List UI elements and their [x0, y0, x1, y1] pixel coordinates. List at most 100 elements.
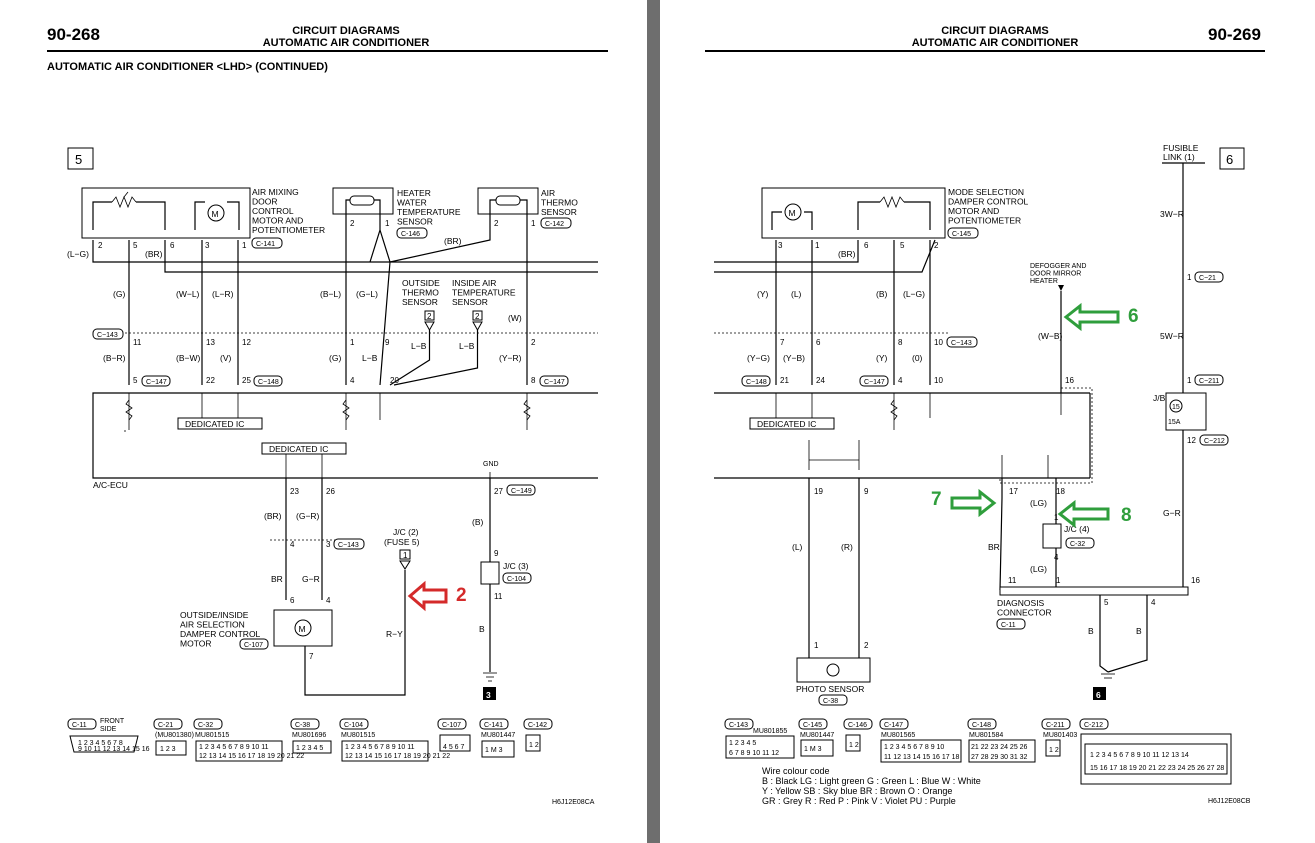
wire-lb-1: L−B — [411, 341, 427, 351]
inside-pin-box — [472, 310, 483, 321]
svg-text:MU801515: MU801515 — [341, 732, 375, 739]
jc2-label: J/C (2) — [393, 527, 419, 537]
pin-label: 1 — [242, 241, 247, 250]
wire-color-bl: (B−L) — [320, 289, 341, 299]
annotation-7: 7 — [931, 489, 942, 510]
pin-label: 19 — [814, 487, 823, 496]
svg-text:C-21: C-21 — [158, 722, 173, 729]
diag-wire-17 — [999, 478, 1003, 591]
pin-label: 6 — [290, 596, 295, 605]
pin-label: 13 — [206, 338, 215, 347]
mode-motor-symbol — [784, 203, 802, 221]
page-90-268: 90-268 CIRCUIT DIAGRAMS AUTOMATIC AIR CO… — [0, 0, 647, 843]
wire-color-lb3: L−B — [362, 353, 378, 363]
pin-label: 3 — [326, 540, 331, 549]
annotation-8: 8 — [1121, 505, 1132, 526]
wire-lb-2: L−B — [459, 341, 475, 351]
jb-label: J/B — [1153, 393, 1166, 403]
conn-tag-c21 — [1194, 271, 1224, 283]
svg-text:MU801696: MU801696 — [292, 732, 326, 739]
svg-text:1 2 3 4 5: 1 2 3 4 5 — [296, 745, 323, 752]
footer-connectors-right: C-143 MU801855 1 2 3 4 56 7 8 9 10 11 12… — [724, 718, 1232, 785]
dedicated-ic-label-1: DEDICATED IC — [185, 419, 244, 429]
damper-motor-symbol — [294, 619, 312, 637]
wire-yg: (Y−G) — [747, 353, 770, 363]
outside-pin-box — [424, 310, 435, 321]
wire-5wr: 5W−R — [1160, 331, 1184, 341]
svg-text:1 2 3 4 5 6 7 8 9 10 11: 1 2 3 4 5 6 7 8 9 10 11 — [345, 744, 415, 751]
svg-text:1 2 3 4 5: 1 2 3 4 5 — [729, 740, 756, 747]
pin-label: 9 — [385, 338, 390, 347]
pin-label: 1 — [1187, 273, 1192, 282]
svg-text:15 16 17 18 19 20 21 22 23 24: 15 16 17 18 19 20 21 22 23 24 25 26 27 2… — [1090, 765, 1224, 772]
wire-color-br: (BR) — [145, 249, 163, 259]
svg-text:MU801584: MU801584 — [969, 732, 1003, 739]
wire-yb: (Y−B) — [783, 353, 805, 363]
pin-label: 6 — [170, 241, 175, 250]
mode-m-label: M — [789, 208, 796, 218]
sheet-number: 6 — [1226, 152, 1233, 167]
conn-tag-c141 — [251, 237, 283, 249]
pot-wiper — [123, 191, 129, 198]
pin-label: 2 — [494, 219, 499, 228]
pin-label: 17 — [1009, 487, 1018, 496]
wire-color-br2: (BR) — [444, 236, 462, 246]
wire-color-lg: (L−G) — [67, 249, 89, 259]
legend-title: Wire colour code — [762, 766, 830, 776]
conn-c148r: C−148 — [746, 379, 767, 386]
pin-label: 1 — [815, 241, 820, 250]
conn-tag-c146 — [396, 227, 428, 239]
outside-wire — [389, 330, 431, 386]
svg-text:C-32: C-32 — [198, 722, 213, 729]
jc3-box — [480, 561, 500, 585]
pin-label: 22 — [206, 376, 215, 385]
pin-label: 12 — [1187, 436, 1196, 445]
wire-br: (BR) — [838, 249, 856, 259]
svg-text:SIDE: SIDE — [100, 726, 117, 733]
conn-c32: C-32 — [1070, 541, 1085, 548]
wire-color-br4: (BR) — [264, 511, 282, 521]
thermistor-symbol-2 — [495, 195, 521, 206]
svg-text:C-141: C-141 — [484, 722, 503, 729]
conn-c107: C-107 — [244, 642, 263, 649]
jc2-connector — [399, 560, 411, 570]
motor-symbol — [207, 204, 225, 222]
damper-to-fuse — [304, 570, 406, 696]
wire-color-b: (B) — [472, 517, 484, 527]
conn-c145: C-145 — [952, 231, 971, 238]
svg-text:(MU801380): (MU801380) — [155, 732, 194, 739]
air-mixing-motor-box — [81, 187, 251, 239]
conn-c149: C−149 — [511, 488, 532, 495]
motor-right-lead — [227, 201, 240, 230]
conn-c146: C-146 — [401, 231, 420, 238]
pin-label: 11 — [494, 592, 503, 601]
green-arrow-7 — [950, 488, 997, 518]
page-90-269: CIRCUIT DIAGRAMS AUTOMATIC AIR CONDITION… — [660, 0, 1315, 843]
wire-lg3: (LG) — [1030, 564, 1047, 574]
pin-label: 4 — [290, 540, 295, 549]
jc2-pin — [399, 549, 411, 560]
conn-c143: C−143 — [97, 332, 118, 339]
svg-text:9 10 11 12 13 14 15 16: 9 10 11 12 13 14 15 16 — [78, 746, 150, 753]
conn-tag-c147 — [141, 375, 171, 387]
svg-text:C-148: C-148 — [972, 722, 991, 729]
wire-lg: (L−G) — [903, 289, 925, 299]
svg-text:6 7 8 9 10 11 12: 6 7 8 9 10 11 12 — [729, 750, 779, 757]
pin-label: 18 — [1056, 487, 1065, 496]
pin-label: 2 — [934, 241, 939, 250]
pin-label: 4 — [1054, 553, 1059, 562]
conn-tag-c148 — [253, 375, 283, 387]
pin-label: 5 — [900, 241, 905, 250]
svg-text:1 2 3 4 5 6 7 8 9 10 11: 1 2 3 4 5 6 7 8 9 10 11 — [199, 744, 269, 751]
dedicated-ic-box-r — [749, 417, 835, 430]
wire-o: (0) — [912, 353, 923, 363]
wire-color-g2: (G) — [329, 353, 341, 363]
thermistor-symbol — [349, 195, 375, 206]
pin-label: 2 — [350, 219, 355, 228]
